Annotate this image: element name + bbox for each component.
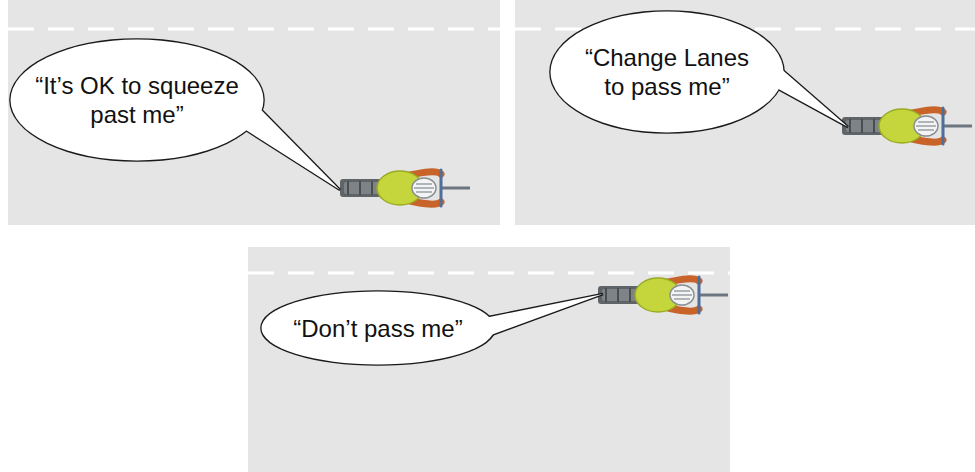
speech-bubble: “Change Lanes to pass me”	[549, 10, 785, 134]
bubble-fill	[486, 294, 603, 336]
bubble-fill	[262, 292, 495, 365]
road-panel	[248, 247, 730, 472]
cyclist	[842, 108, 972, 144]
lane-line	[248, 272, 730, 275]
bubble-text: “Change Lanes to pass me”	[580, 43, 755, 101]
cyclist	[598, 277, 728, 313]
bubble-fill	[244, 108, 340, 190]
bubble-outline	[549, 10, 785, 134]
bubble-tail	[776, 68, 848, 127]
speech-bubble: “It’s OK to squeeze past me”	[9, 38, 265, 162]
bubble-fill	[776, 68, 848, 127]
bubble-outline	[9, 38, 265, 162]
bubble-text: “It’s OK to squeeze past me”	[32, 71, 242, 129]
speech-bubble: “Don’t pass me”	[260, 290, 496, 366]
road-panel	[515, 0, 975, 225]
bubble-ellipse	[11, 40, 264, 161]
cyclist	[340, 170, 470, 206]
bubble-fill	[11, 40, 264, 161]
bubble-ellipse	[262, 292, 495, 365]
bubble-ellipse	[551, 12, 784, 133]
bubble-fill	[551, 12, 784, 133]
bubble-text: “Don’t pass me”	[293, 314, 462, 343]
bubble-tail	[244, 108, 340, 190]
road-panel	[8, 0, 500, 225]
lane-line	[8, 28, 500, 31]
bubble-tail	[486, 294, 603, 336]
